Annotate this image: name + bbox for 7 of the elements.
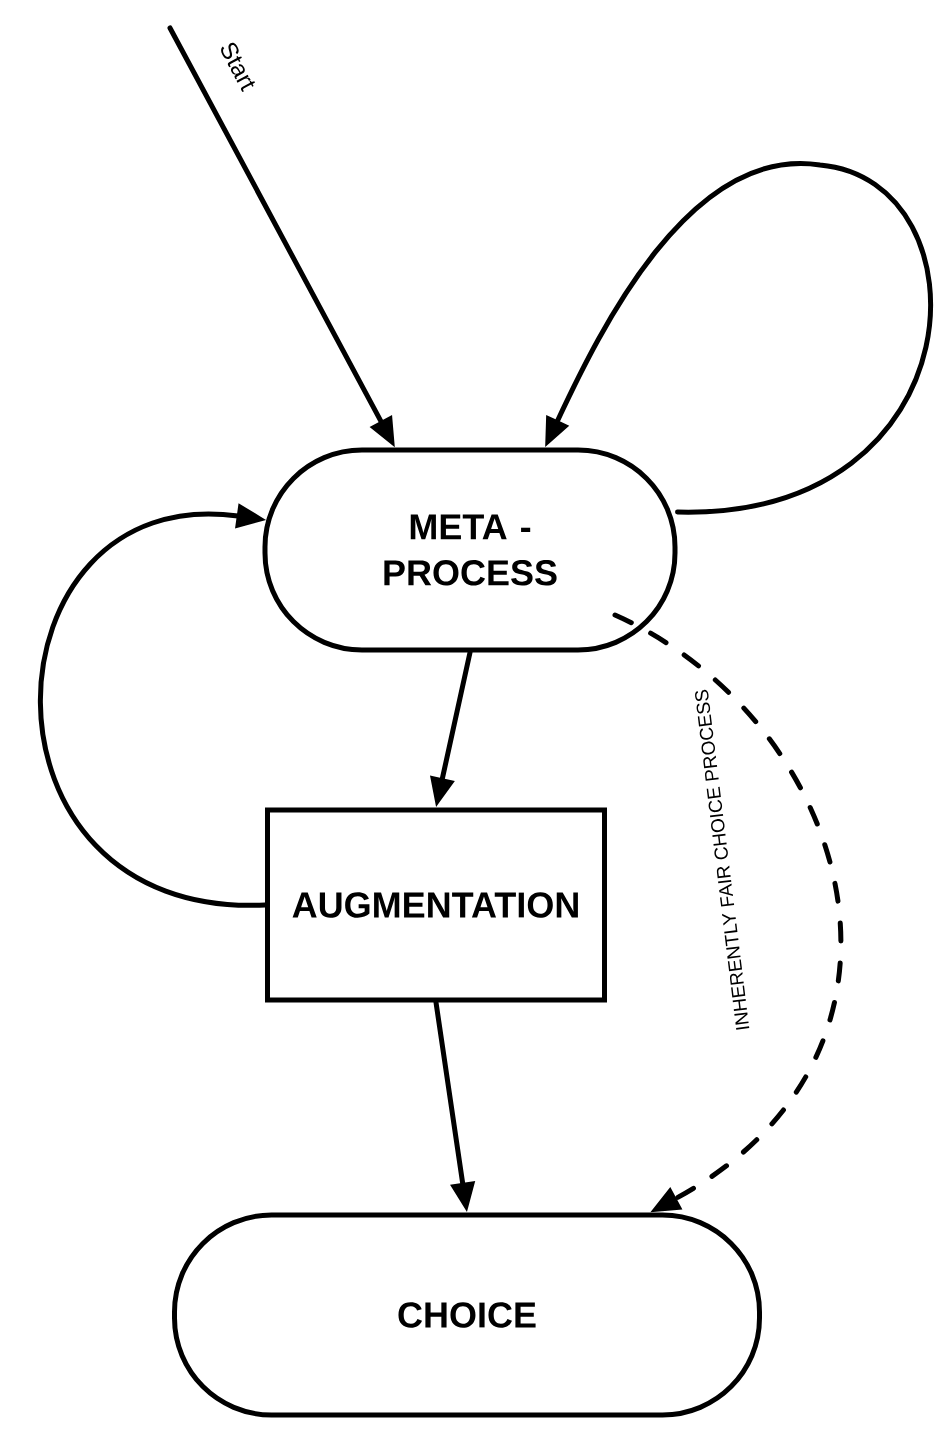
process-box: AUGMENTATION <box>265 807 607 1003</box>
terminal-stadium: CHOICE <box>172 1212 762 1418</box>
edge-label: Start <box>217 38 259 94</box>
edge-label: INHERENTLY FAIR CHOICE PROCESS <box>693 687 751 1033</box>
arrow <box>37 503 268 908</box>
process-terminal: META - PROCESS <box>262 447 678 653</box>
arrow <box>545 161 934 515</box>
